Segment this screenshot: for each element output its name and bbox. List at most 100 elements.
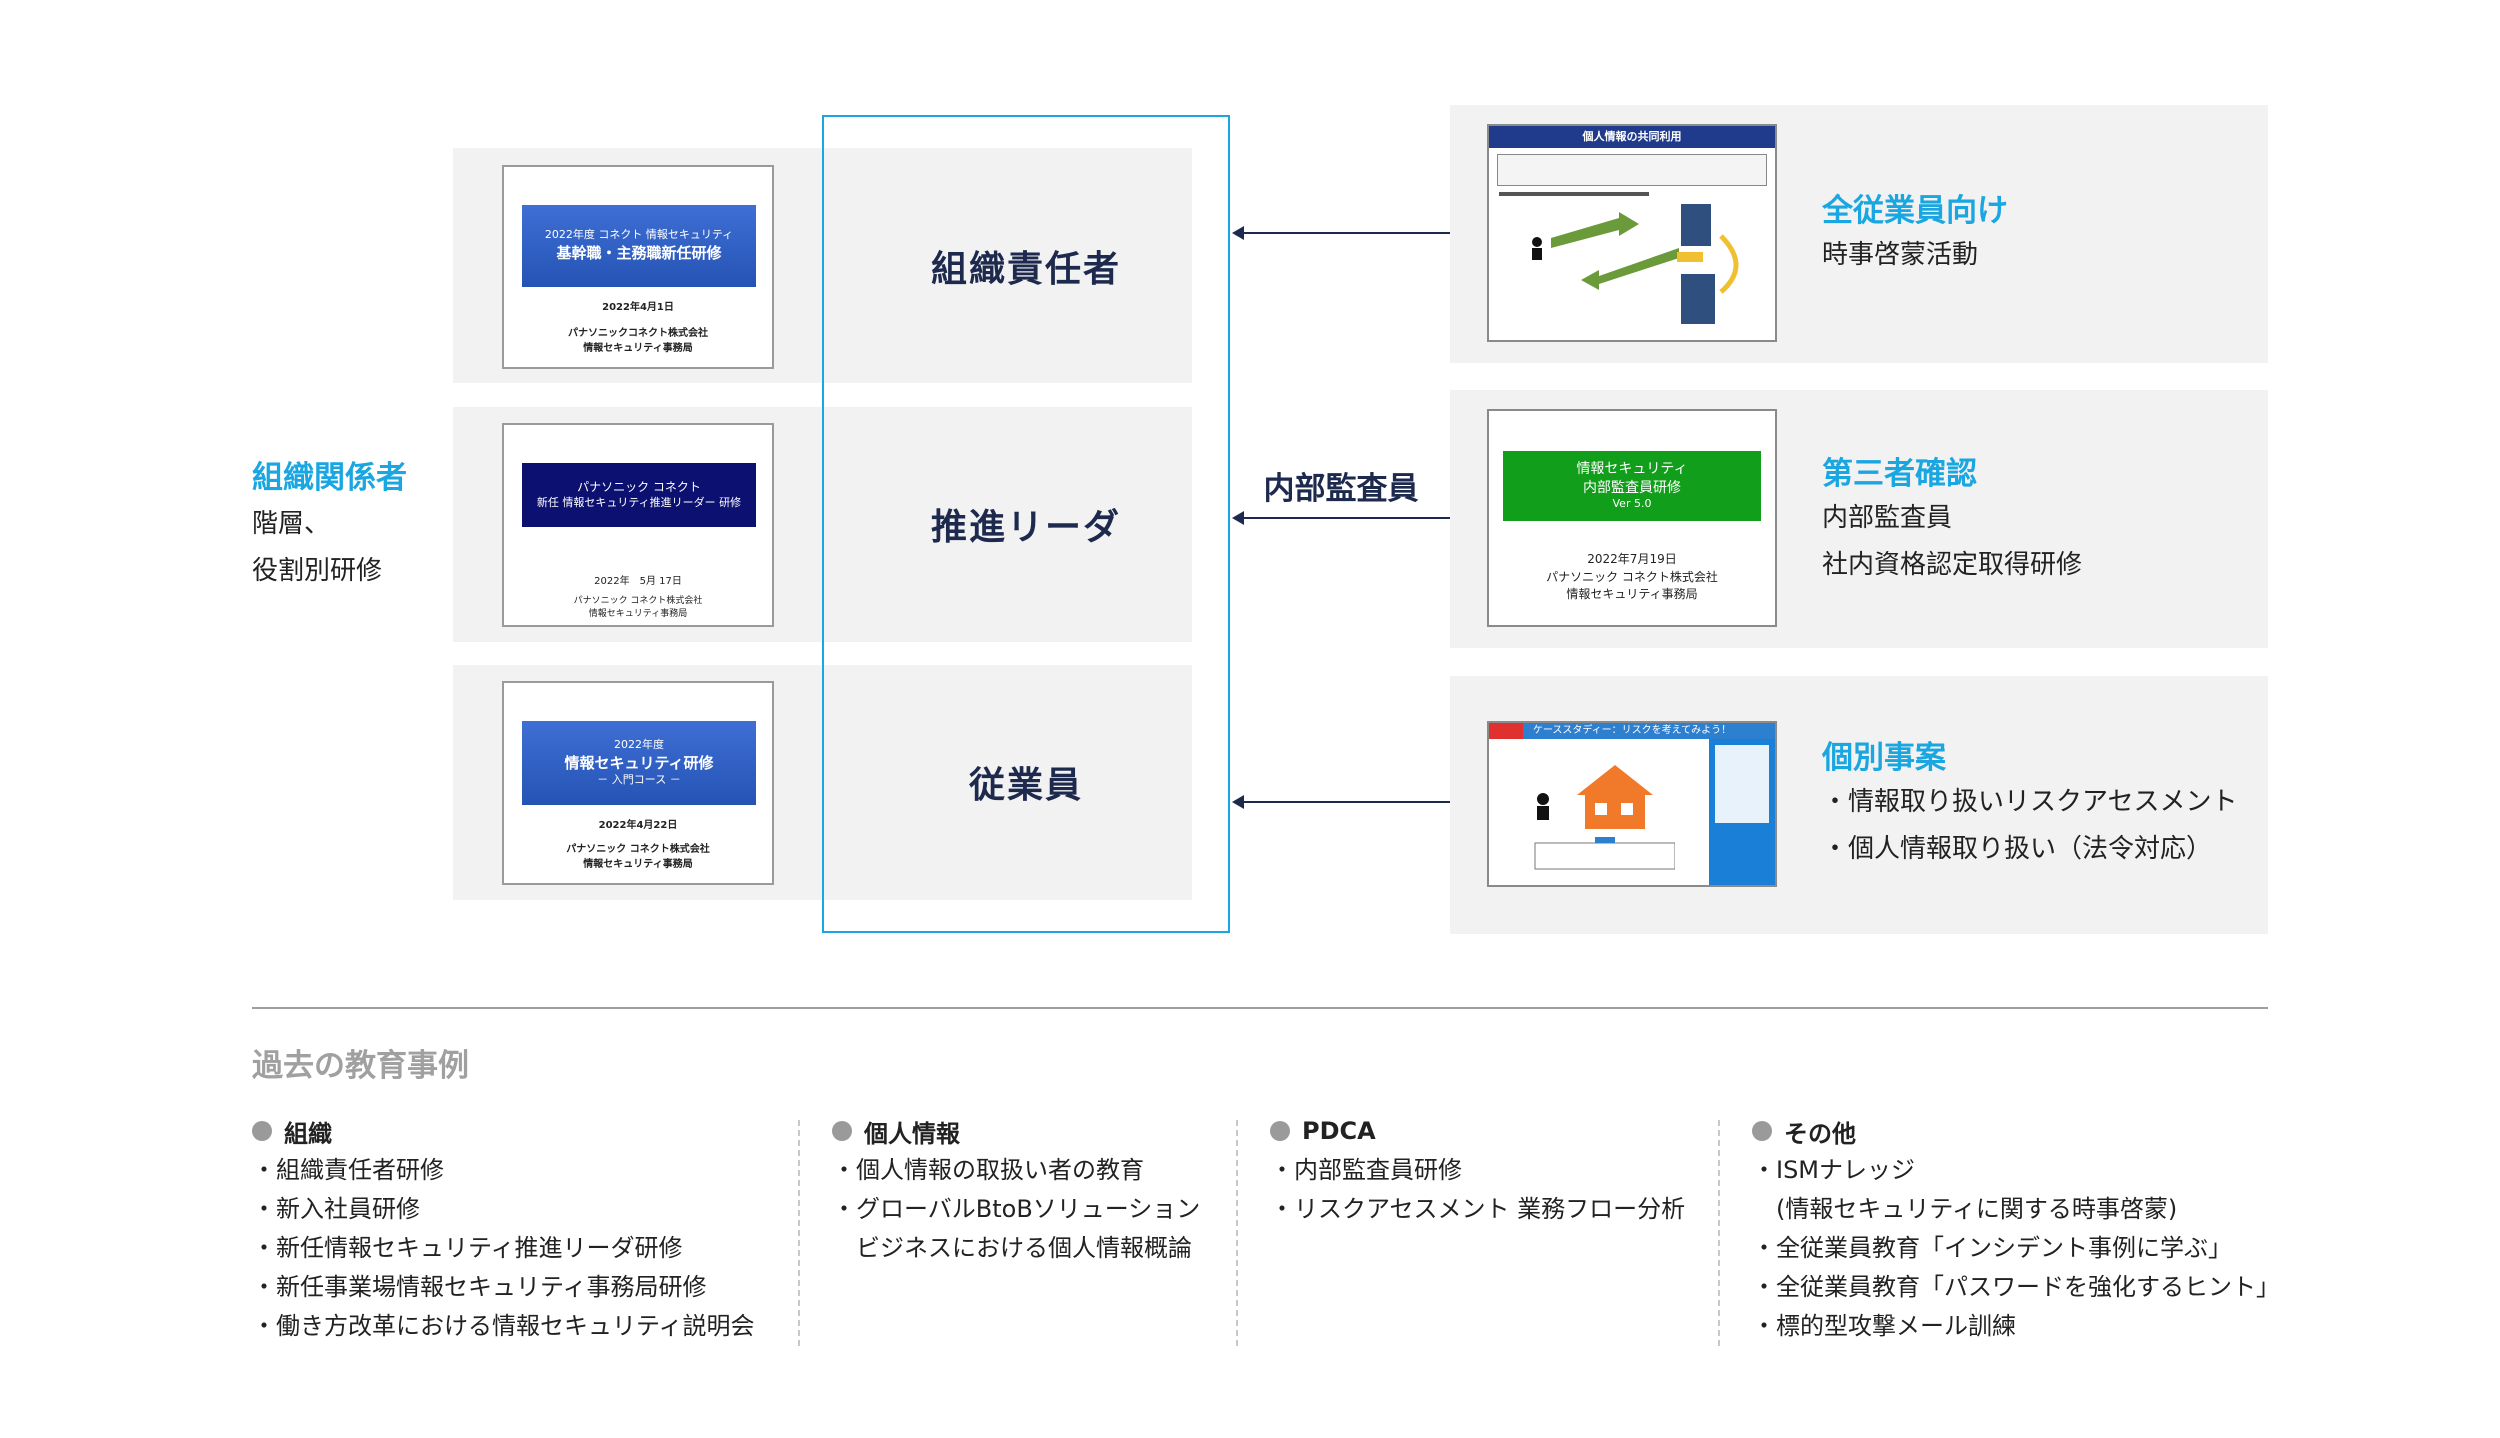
category-name: 組織	[284, 1119, 332, 1148]
slide-org: パナソニックコネクト株式会社 情報セキュリティ事務局	[504, 327, 772, 356]
category-item: ・新任情報セキュリティ推進リーダ研修	[252, 1234, 683, 1262]
category-item: ・リスクアセスメント 業務フロー分析	[1270, 1195, 1686, 1223]
slide-org-line: 情報セキュリティ事務局	[588, 609, 688, 620]
category-name: PDCA	[1302, 1117, 1376, 1145]
role-label-leader: 推進リーダ	[930, 507, 1121, 548]
shared-use-diagram	[1532, 204, 1739, 324]
org-stakeholders-title: 組織関係者	[252, 460, 407, 496]
slide-banner-line: Ver 5.0	[1612, 497, 1652, 511]
category-personal-info: 個人情報 ・個人情報の取扱い者の教育 ・グローバルBtoBソリューション ビジネ…	[832, 1111, 1200, 1268]
slide-org-line: 情報セキュリティ事務局	[583, 858, 693, 870]
house-icon	[1534, 765, 1675, 870]
past-examples-title: 過去の教育事例	[252, 1048, 469, 1084]
section-divider	[252, 1007, 2268, 1009]
bullet-dot-icon	[1270, 1121, 1290, 1141]
slide-banner-line: 2022年度	[614, 738, 664, 752]
category-item: (情報セキュリティに関する時事啓蒙)	[1752, 1195, 2178, 1223]
category-item: ・組織責任者研修	[252, 1156, 444, 1184]
right-item-title: 第三者確認	[1822, 456, 1977, 492]
category-item: ・グローバルBtoBソリューション	[832, 1195, 1201, 1223]
slide-date: 2022年 5月 17日	[594, 576, 682, 587]
org-stakeholders-line: 役割別研修	[252, 555, 383, 586]
slide-org-line: パナソニック コネクト株式会社	[1546, 570, 1718, 584]
slide-banner-line: 情報セキュリティ研修	[564, 753, 714, 772]
right-item-3: 個別事案 ・情報取り扱いリスクアセスメント ・個人情報取り扱い（法令対応）	[1822, 732, 2237, 873]
org-stakeholders-block: 組織関係者 階層、 役割別研修	[252, 452, 452, 595]
category-item: ・ISMナレッジ	[1752, 1156, 1916, 1184]
category-head: 組織	[252, 1111, 755, 1151]
category-name: その他	[1784, 1119, 1856, 1148]
category-head: PDCA	[1270, 1111, 1685, 1151]
role-label-manager: 組織責任者	[930, 249, 1121, 290]
slide-banner-line: 基幹職・主務職新任研修	[556, 244, 722, 263]
right-item-line: ・個人情報取り扱い（法令対応）	[1822, 833, 2213, 864]
slide-banner-line: 情報セキュリティ	[1576, 460, 1688, 477]
slide-sidebar-panel	[1715, 745, 1769, 823]
right-item-line: 時事啓蒙活動	[1822, 240, 1979, 270]
slide-title-bar: ケーススタディー：リスクを考えてみよう！	[1489, 723, 1775, 739]
right-item-line: 社内資格認定取得研修	[1822, 549, 2083, 580]
category-item: ・新任事業場情報セキュリティ事務局研修	[252, 1273, 707, 1301]
category-item: ・標的型攻撃メール訓練	[1752, 1312, 2016, 1340]
slide-box	[1497, 154, 1767, 186]
slide-banner: 情報セキュリティ 内部監査員研修 Ver 5.0	[1503, 451, 1761, 521]
category-item: ・内部監査員研修	[1270, 1156, 1462, 1184]
arrow-left-icon	[1232, 226, 1244, 240]
slide-org-line: パナソニックコネクト株式会社	[568, 328, 708, 339]
slide-org: パナソニック コネクト株式会社 情報セキュリティ事務局	[504, 595, 772, 621]
column-separator	[798, 1120, 800, 1346]
slide-lines	[1499, 192, 1649, 196]
slide-banner: 2022年度 情報セキュリティ研修 － 入門コース －	[522, 721, 756, 805]
bullet-dot-icon	[1752, 1121, 1772, 1141]
category-item: ビジネスにおける個人情報概論	[832, 1234, 1192, 1262]
category-item: ・働き方改革における情報セキュリティ説明会	[252, 1312, 755, 1340]
category-head: 個人情報	[832, 1111, 1200, 1151]
bullet-dot-icon	[832, 1121, 852, 1141]
right-item-2: 第三者確認 内部監査員 社内資格認定取得研修	[1822, 448, 2082, 589]
slide-org: パナソニック コネクト株式会社 情報セキュリティ事務局	[504, 843, 772, 872]
category-item: ・個人情報の取扱い者の教育	[832, 1156, 1144, 1184]
slide-banner-line: 内部監査員研修	[1583, 479, 1681, 496]
slide-org-line: 情報セキュリティ事務局	[583, 342, 693, 354]
column-separator	[1718, 1120, 1720, 1346]
slide-manager-training: 2022年度 コネクト 情報セキュリティ 基幹職・主務職新任研修 2022年4月…	[502, 165, 774, 369]
slide-org-line: パナソニック コネクト株式会社	[573, 596, 703, 606]
slide-date: 2022年7月19日	[1587, 552, 1677, 566]
slide-org-line: パナソニック コネクト株式会社	[566, 844, 710, 855]
category-pdca: PDCA ・内部監査員研修 ・リスクアセスメント 業務フロー分析	[1270, 1111, 1685, 1229]
slide-shared-use: 個人情報の共同利用	[1487, 124, 1777, 342]
slide-banner-line: 2022年度 コネクト 情報セキュリティ	[544, 228, 734, 242]
slide-banner-line: － 入門コース －	[597, 773, 681, 787]
internal-auditor-label: 内部監査員	[1263, 471, 1419, 507]
column-separator	[1236, 1120, 1238, 1346]
slide-date: 2022年4月22日	[598, 820, 678, 831]
role-label-employee: 従業員	[968, 765, 1083, 806]
category-other: その他 ・ISMナレッジ (情報セキュリティに関する時事啓蒙) ・全従業員教育「…	[1752, 1111, 2280, 1346]
slide-title-bar: 個人情報の共同利用	[1489, 126, 1775, 148]
slide-auditor-training: 情報セキュリティ 内部監査員研修 Ver 5.0 2022年7月19日 パナソニ…	[1487, 409, 1777, 627]
right-item-line: ・情報取り扱いリスクアセスメント	[1822, 787, 2238, 817]
slide-org-line: 情報セキュリティ事務局	[1566, 587, 1698, 602]
org-stakeholders-line: 階層、	[252, 509, 331, 539]
slide-banner: パナソニック コネクト 新任 情報セキュリティ推進リーダー 研修	[522, 463, 756, 527]
category-item: ・全従業員教育「インシデント事例に学ぶ」	[1752, 1234, 2232, 1262]
arrow-line	[1244, 801, 1450, 803]
arrow-line	[1244, 232, 1450, 234]
roles-frame	[822, 115, 1230, 933]
slide-banner-line: パナソニック コネクト	[577, 480, 701, 495]
right-item-title: 全従業員向け	[1822, 193, 2008, 229]
slide-date: 2022年4月1日	[602, 302, 674, 313]
slide-title: 個人情報の共同利用	[1582, 130, 1682, 143]
right-item-1: 全従業員向け 時事啓蒙活動	[1822, 185, 2008, 279]
slide-org: パナソニック コネクト株式会社 情報セキュリティ事務局	[1489, 569, 1775, 604]
slide-leader-training: パナソニック コネクト 新任 情報セキュリティ推進リーダー 研修 2022年 5…	[502, 423, 774, 627]
slide-title: ケーススタディー：リスクを考えてみよう！	[1532, 725, 1732, 736]
right-item-title: 個別事案	[1822, 740, 1946, 776]
slide-tag	[1489, 723, 1523, 739]
category-name: 個人情報	[864, 1119, 960, 1148]
slide-banner-line: 新任 情報セキュリティ推進リーダー 研修	[536, 495, 742, 509]
bullet-dot-icon	[252, 1121, 272, 1141]
category-item: ・新入社員研修	[252, 1195, 420, 1223]
category-item: ・全従業員教育「パスワードを強化するヒント」	[1752, 1273, 2280, 1301]
arrow-left-icon	[1232, 795, 1244, 809]
